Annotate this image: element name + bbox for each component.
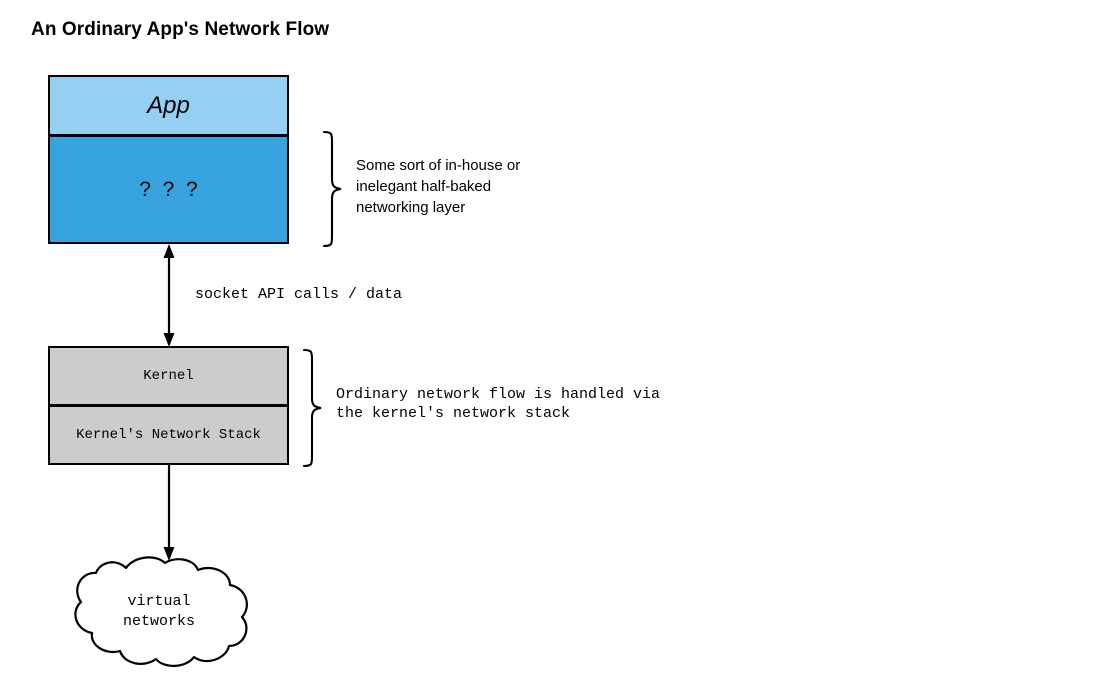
socket-api-double-arrow bbox=[163, 244, 175, 347]
app-box: App bbox=[48, 75, 289, 136]
kernel-network-stack-label: Kernel's Network Stack bbox=[76, 427, 261, 443]
kernel-annotation-text: Ordinary network flow is handled via the… bbox=[336, 386, 661, 422]
app-box-label: App bbox=[147, 91, 190, 119]
virtual-networks-cloud bbox=[74, 556, 248, 667]
app-annotation-brace bbox=[322, 130, 342, 248]
unknown-layer-label: ? ? ? bbox=[139, 178, 198, 201]
socket-api-arrow-label: socket API calls / data bbox=[195, 286, 403, 303]
kernel-box-label: Kernel bbox=[143, 368, 194, 384]
kernel-box: Kernel bbox=[48, 346, 289, 406]
cloud-label: virtual networks bbox=[122, 593, 195, 630]
kernel-annotation-brace bbox=[302, 348, 322, 468]
kernel-to-cloud-arrow bbox=[163, 464, 175, 561]
kernel-network-stack-box: Kernel's Network Stack bbox=[48, 405, 289, 465]
unknown-networking-layer-box: ? ? ? bbox=[48, 135, 289, 244]
page-title: An Ordinary App's Network Flow bbox=[31, 19, 330, 40]
app-layer-annotation-text: Some sort of in-house or inelegant half-… bbox=[356, 157, 521, 216]
